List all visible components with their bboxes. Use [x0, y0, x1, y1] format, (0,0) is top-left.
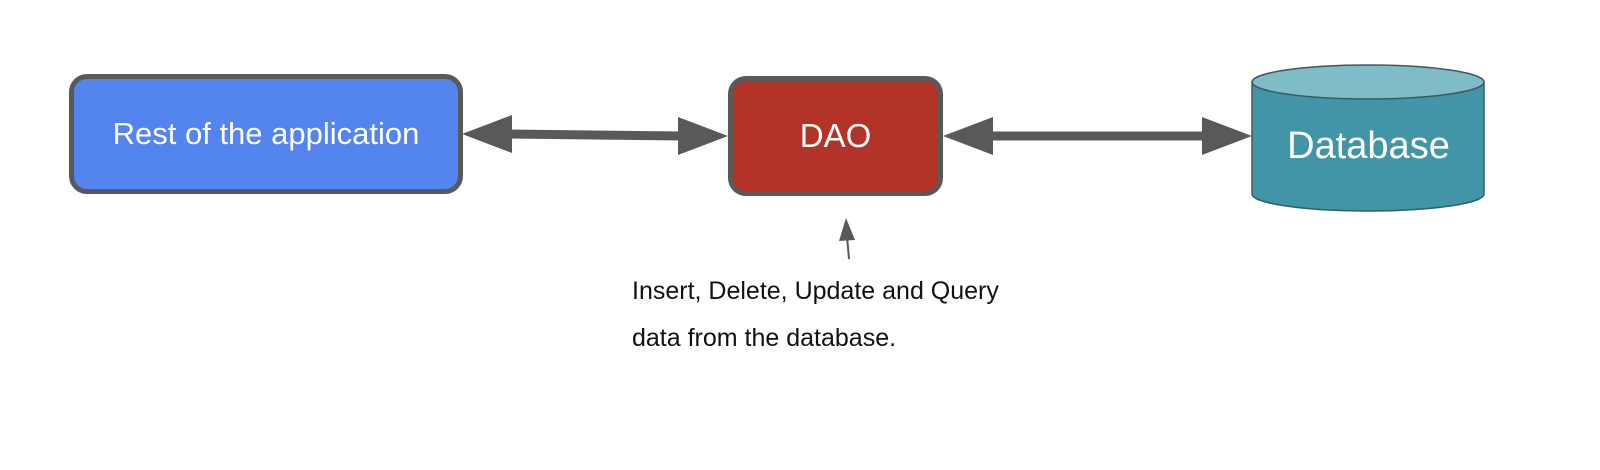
dao-annotation-line-2: data from the database.: [632, 324, 897, 352]
dao-label: DAO: [799, 117, 872, 154]
dao-box: DAO: [728, 76, 943, 196]
annotation-arrow: [839, 218, 855, 260]
arrow-dao-database: [943, 117, 1252, 155]
rest-of-application-label: Rest of the application: [112, 116, 420, 151]
database-cylinder-body: [1251, 81, 1485, 212]
dao-annotation-line-1: Insert, Delete, Update and Query: [632, 277, 999, 305]
database-cylinder-top: [1251, 64, 1485, 100]
database-cylinder: [1251, 64, 1485, 212]
database-label: Database: [1287, 124, 1450, 167]
dao-annotation: Insert, Delete, Update and Query data fr…: [632, 268, 1132, 362]
arrow-app-dao: [462, 115, 728, 155]
rest-of-application-box: Rest of the application: [69, 74, 463, 194]
